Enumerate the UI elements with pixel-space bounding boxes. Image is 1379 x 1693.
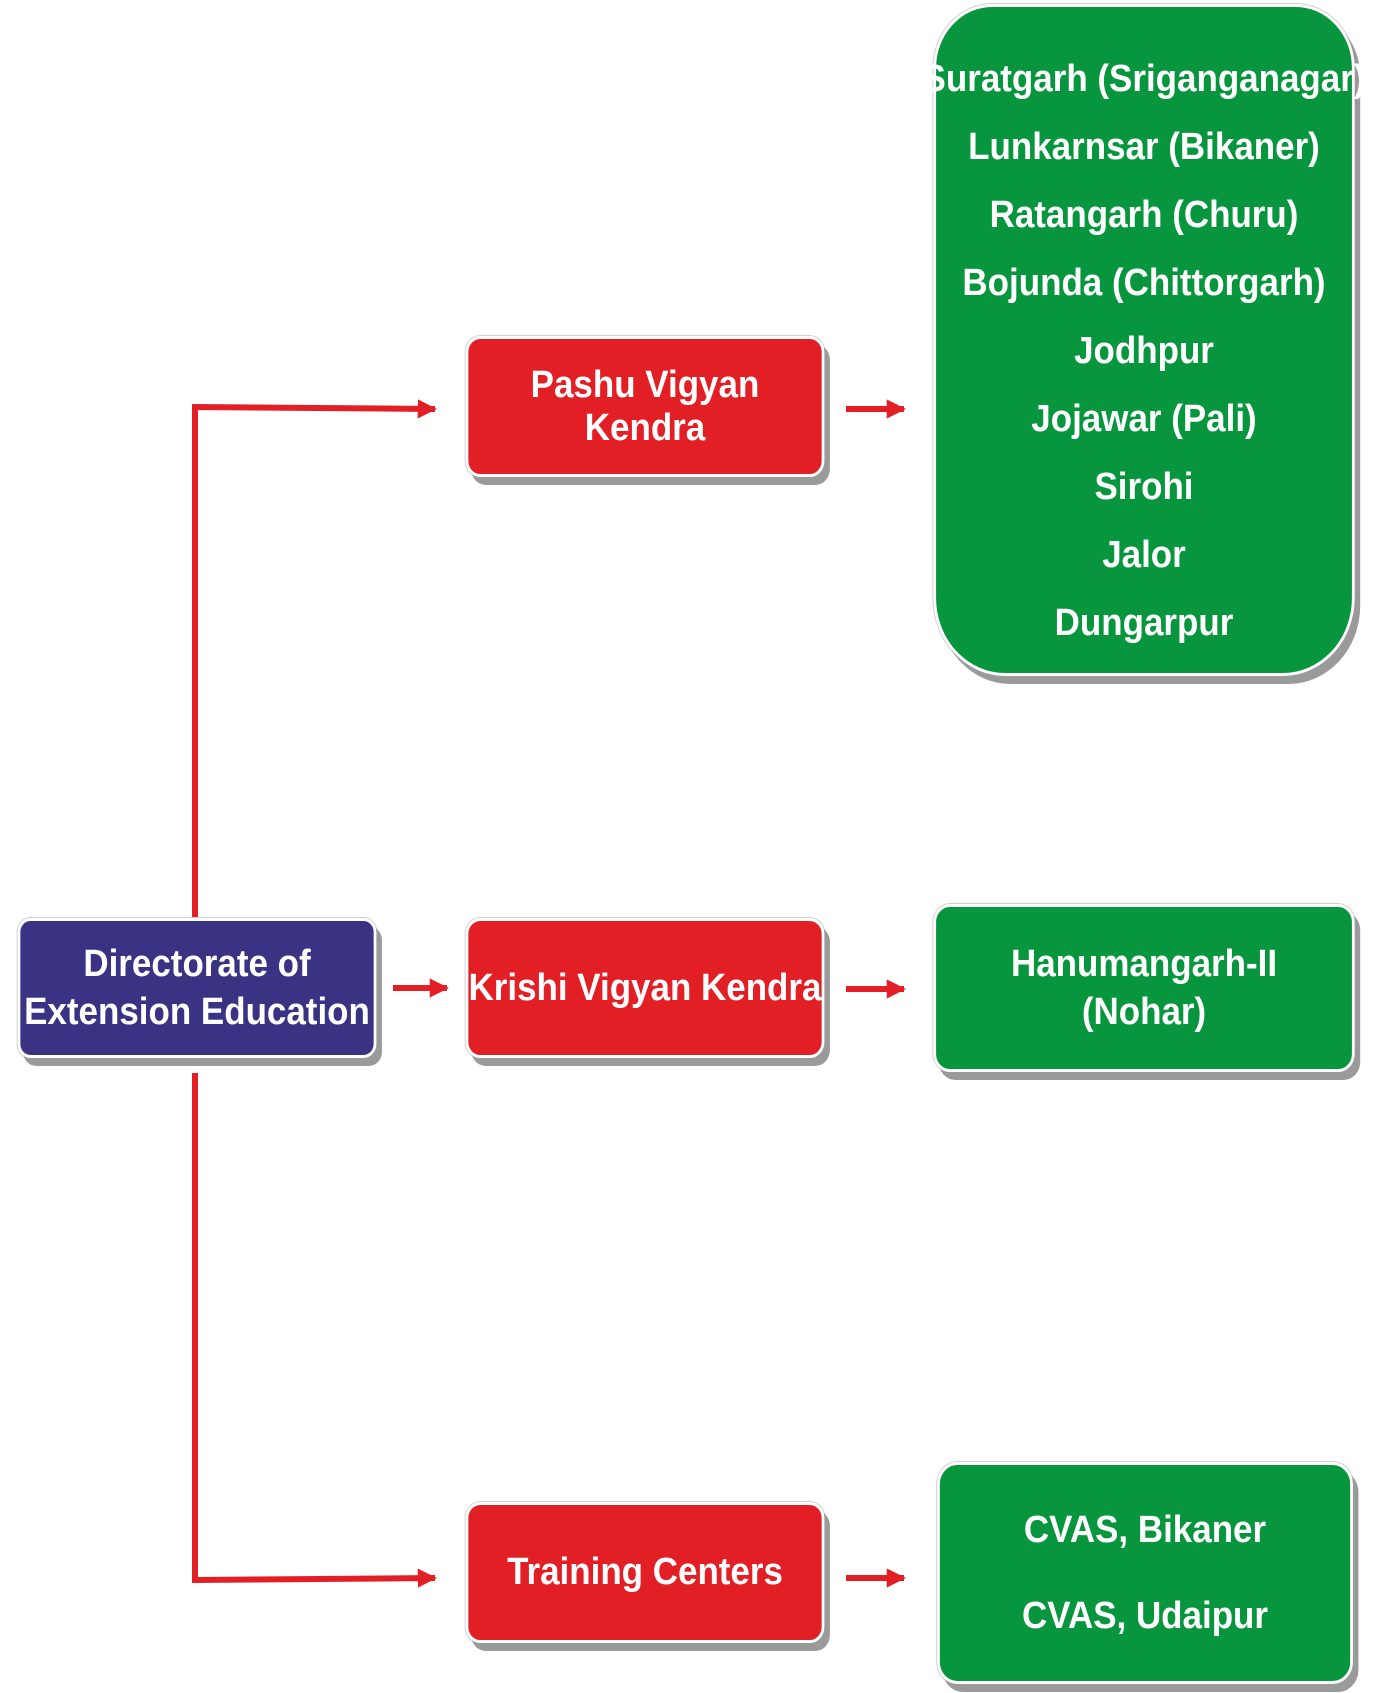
center-item: (Nohar) [1081, 991, 1207, 1033]
centers-list-training-centers: CVAS, Bikaner CVAS, Udaipur [937, 1462, 1353, 1684]
center-item: Sirohi [1094, 466, 1194, 508]
root-label-line1: Directorate of [83, 943, 311, 985]
center-item: Lunkarnsar (Bikaner) [968, 126, 1320, 168]
root-label-line2: Extension Education [24, 991, 370, 1033]
center-item: CVAS, Bikaner [1023, 1509, 1267, 1551]
center-item: Suratgarh (Sriganganagar) [922, 58, 1366, 100]
connector-root-to-training [192, 1073, 437, 1588]
center-item: Hanumangarh-II [1010, 943, 1278, 985]
center-item: Jodhpur [1074, 330, 1214, 372]
branch-node-pashu-vigyan-kendra: Pashu Vigyan Kendra [465, 336, 825, 477]
branch-label: Krishi Vigyan Kendra [468, 966, 822, 1009]
branch-node-krishi-vigyan-kendra: Krishi Vigyan Kendra [465, 918, 825, 1058]
center-item: Bojunda (Chittorgarh) [962, 262, 1326, 304]
root-node-directorate: Directorate of Extension Education [17, 918, 377, 1058]
branch-label: Training Centers [507, 1551, 783, 1593]
centers-list-pashu-vigyan-kendra: Suratgarh (Sriganganagar) Lunkarnsar (Bi… [923, 4, 1365, 676]
branch-node-training-centers: Training Centers [465, 1502, 825, 1643]
center-item: CVAS, Udaipur [1021, 1595, 1269, 1637]
center-item: Ratangarh (Churu) [989, 194, 1299, 236]
branch-label: Pashu Vigyan Kendra [530, 363, 760, 449]
center-item: Jalor [1102, 534, 1186, 576]
center-item: Dungarpur [1054, 602, 1234, 644]
centers-list-krishi-vigyan-kendra: Hanumangarh-II (Nohar) [933, 904, 1355, 1072]
connector-root-to-pashu [192, 399, 437, 918]
center-item: Jojawar (Pali) [1031, 398, 1257, 440]
